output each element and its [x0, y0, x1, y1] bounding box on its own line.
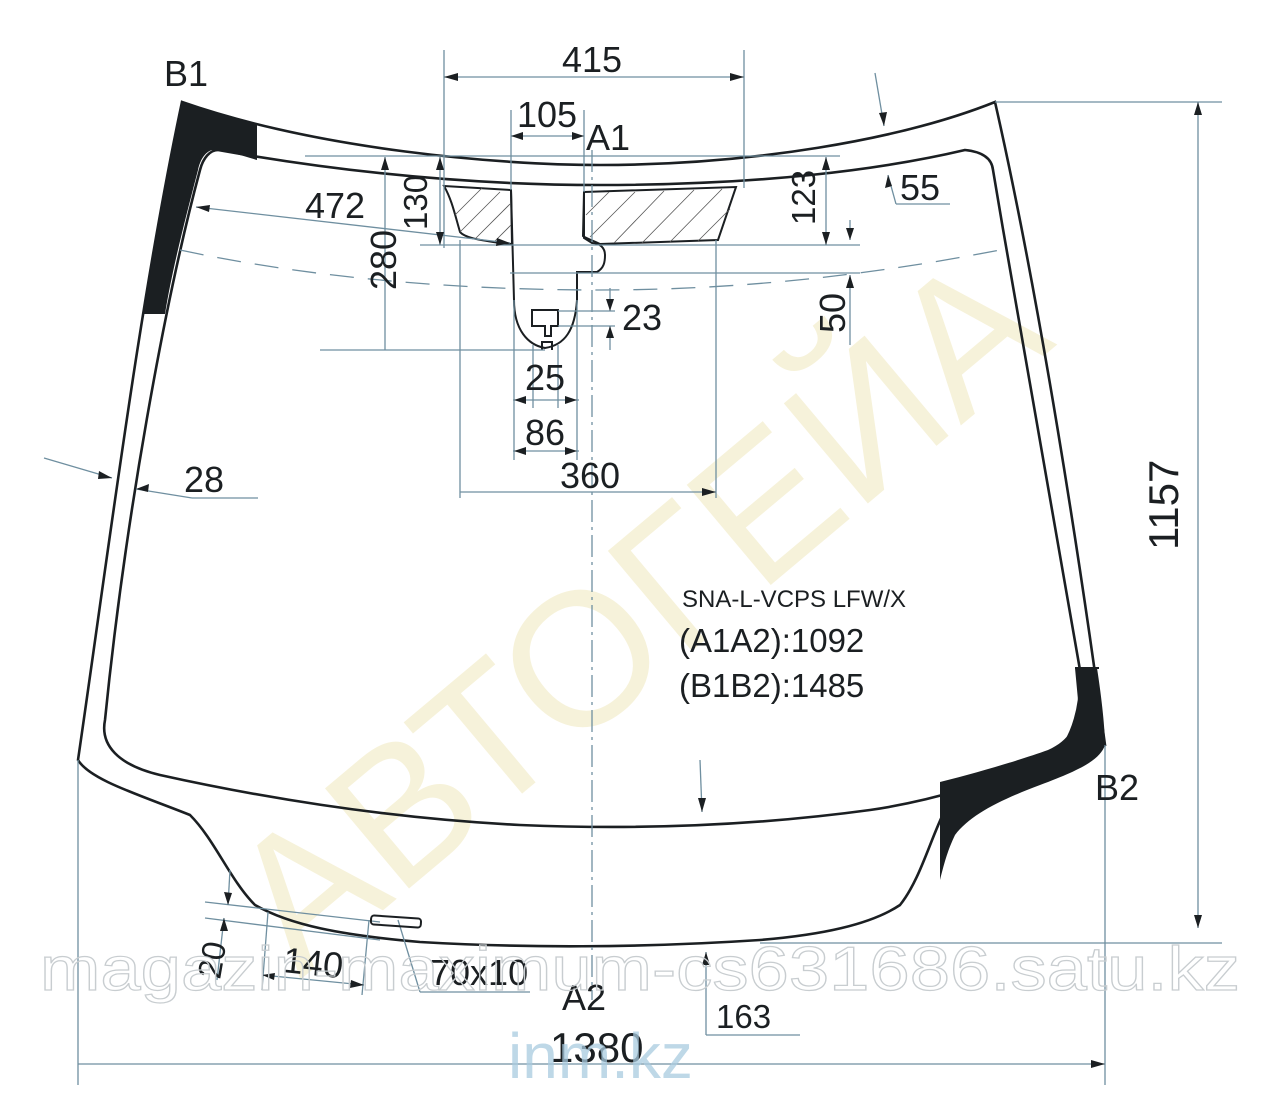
dim-140: 140 [281, 939, 345, 986]
mirror-mount-area [442, 184, 738, 350]
dim-86: 86 [525, 412, 565, 453]
label-a1: A1 [586, 117, 630, 158]
dim-360: 360 [560, 455, 620, 496]
dim-123: 123 [785, 170, 822, 225]
dim-105: 105 [517, 94, 577, 135]
dim-28: 28 [184, 459, 224, 500]
dim-130: 130 [397, 175, 434, 230]
dimension-lines [43, 50, 1222, 1085]
spec-a1a2: (A1A2):1092 [679, 622, 864, 659]
dim-23: 23 [622, 297, 662, 338]
label-a2: A2 [562, 977, 606, 1018]
dim-25: 25 [525, 357, 565, 398]
sensor-block [531, 309, 559, 337]
label-b1: B1 [164, 53, 208, 94]
dim-50: 50 [812, 293, 853, 333]
dim-1157: 1157 [1140, 460, 1187, 550]
part-info: SNA-L-VCPS LFW/X (A1A2):1092 (B1B2):1485 [679, 586, 906, 704]
dimension-labels: B1 A1 B2 A2 415 105 472 130 280 123 55 5… [164, 39, 1187, 1071]
sensor-tab [541, 341, 553, 350]
site-watermark: inm.kz [508, 1020, 693, 1092]
spec-b1b2: (B1B2):1485 [679, 667, 864, 704]
sensor-mount-outline [510, 189, 607, 350]
dim-472: 472 [305, 185, 365, 226]
hatched-block-left [442, 184, 514, 246]
dim-163: 163 [716, 998, 771, 1035]
dim-70x10: 70x10 [430, 952, 528, 993]
dim-415: 415 [562, 39, 622, 80]
black-band-bottom-right [940, 668, 1105, 880]
glass-outer-edge [76, 100, 1107, 948]
dim-280: 280 [363, 230, 404, 290]
black-band-top-left [144, 102, 257, 314]
part-code: SNA-L-VCPS LFW/X [682, 586, 906, 613]
shade-band-line [179, 247, 1011, 291]
hatched-block-right [581, 185, 738, 246]
hatch-lines [454, 187, 731, 244]
store-url-watermark: magazin-maximum-cs631686.satu.kz [40, 935, 1240, 1004]
tab-slot [369, 914, 423, 929]
label-b2: B2 [1095, 767, 1139, 808]
arrowheads [98, 73, 1202, 1068]
dim-20: 20 [190, 939, 233, 982]
glass-outline [76, 100, 1107, 948]
dim-1380: 1380 [550, 1024, 643, 1071]
dim-55: 55 [900, 167, 940, 208]
